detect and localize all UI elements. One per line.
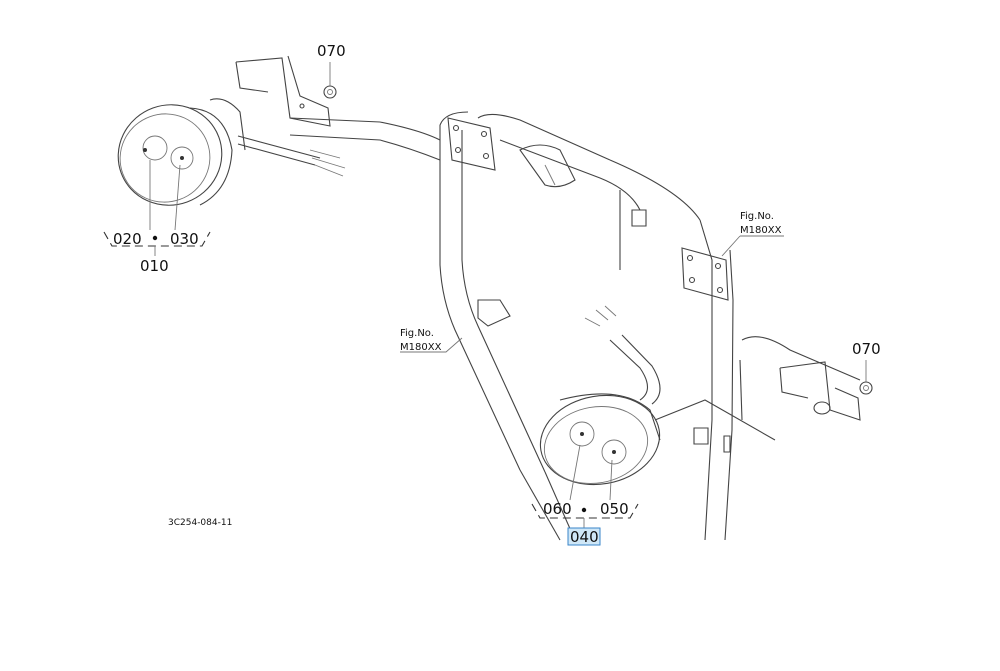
callout-040[interactable]: 040 <box>570 528 599 546</box>
callout-060[interactable]: 060 <box>543 500 572 518</box>
nut-070-top <box>323 62 337 99</box>
work-light-left <box>117 98 346 231</box>
drawing-number: 3C254-084-11 <box>168 518 232 528</box>
group-dot-040 <box>581 507 587 513</box>
fig-ref-right-label[interactable]: Fig.No. <box>740 211 774 222</box>
callout-010[interactable]: 010 <box>140 257 169 275</box>
callout-030[interactable]: 030 <box>170 230 199 248</box>
cabin-frame <box>235 55 861 541</box>
nut-070-right <box>859 360 873 395</box>
callout-050[interactable]: 050 <box>600 500 629 518</box>
work-light-right <box>539 305 776 501</box>
callout-070-top[interactable]: 070 <box>317 42 346 60</box>
fig-ref-right-leader <box>721 235 784 257</box>
fig-ref-left-label[interactable]: Fig.No. <box>400 328 434 339</box>
fig-ref-left-leader <box>400 337 463 353</box>
callout-070-right[interactable]: 070 <box>852 340 881 358</box>
highlight-040 <box>567 527 601 546</box>
callout-020[interactable]: 020 <box>113 230 142 248</box>
group-dot-010 <box>152 235 158 241</box>
fig-ref-left-code[interactable]: M180XX <box>400 342 442 353</box>
fig-ref-right-code[interactable]: M180XX <box>740 225 782 236</box>
